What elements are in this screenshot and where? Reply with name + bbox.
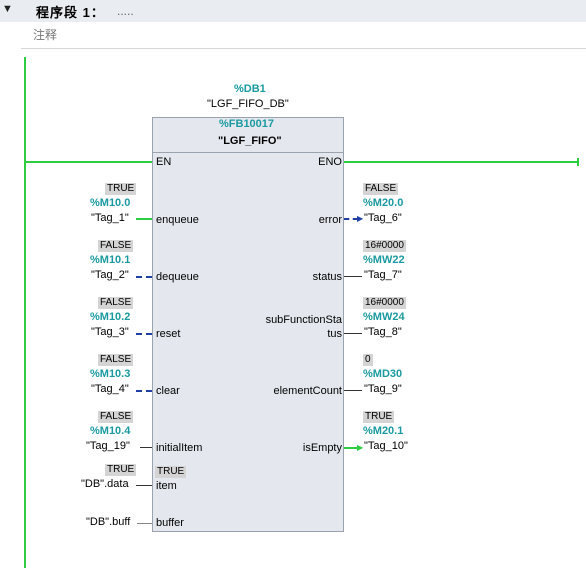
- elementcount-tag[interactable]: "Tag_9": [364, 383, 402, 395]
- clear-tag[interactable]: "Tag_4": [91, 383, 129, 395]
- pin-enqueue: enqueue: [156, 214, 199, 226]
- arrow-right-icon: ▶: [357, 443, 364, 452]
- fb-name[interactable]: "LGF_FIFO": [218, 135, 282, 147]
- pin-clear: clear: [156, 385, 180, 397]
- elementcount-wire: [344, 390, 362, 391]
- isempty-tag[interactable]: "Tag_10": [364, 440, 408, 452]
- arrow-right-icon: ▶: [357, 214, 364, 223]
- dequeue-value: FALSE: [98, 240, 134, 252]
- initialitem-wire: [140, 447, 152, 448]
- pin-isempty: isEmpty: [302, 442, 342, 454]
- dequeue-address: %M10.1: [90, 254, 131, 266]
- isempty-wire: [344, 447, 358, 449]
- pin-error: error: [318, 214, 342, 226]
- network-header[interactable]: ▼ 程序段 1： .....: [0, 0, 586, 22]
- initialitem-address: %M10.4: [90, 425, 131, 437]
- item-value: TRUE: [105, 464, 137, 476]
- initialitem-tag[interactable]: "Tag_19": [86, 440, 130, 452]
- error-tag[interactable]: "Tag_6": [364, 212, 402, 224]
- pin-buffer: buffer: [156, 517, 184, 529]
- rung-from-eno: [344, 161, 578, 163]
- enqueue-tag[interactable]: "Tag_1": [91, 212, 129, 224]
- subfunctionstatus-tag[interactable]: "Tag_8": [364, 326, 402, 338]
- status-wire: [344, 276, 362, 277]
- isempty-value: TRUE: [363, 411, 395, 423]
- dequeue-tag[interactable]: "Tag_2": [91, 269, 129, 281]
- network-title: 程序段 1：: [36, 5, 105, 20]
- function-block[interactable]: [152, 117, 344, 532]
- isempty-address: %M20.1: [363, 425, 404, 437]
- status-tag[interactable]: "Tag_7": [364, 269, 402, 281]
- pin-initialitem: initialItem: [156, 442, 203, 454]
- pin-en: EN: [156, 156, 172, 168]
- enqueue-wire: [136, 218, 152, 220]
- clear-value: FALSE: [98, 354, 134, 366]
- buffer-tag[interactable]: "DB".buff: [86, 516, 131, 528]
- subfunctionstatus-value: 16#0000: [363, 297, 406, 309]
- elementcount-address: %MD30: [363, 368, 403, 380]
- separator: [21, 48, 586, 49]
- rung-to-en: [26, 161, 152, 163]
- dequeue-wire: [136, 276, 152, 278]
- clear-address: %M10.3: [90, 368, 131, 380]
- pin-status: status: [312, 271, 342, 283]
- subfunctionstatus-address: %MW24: [363, 311, 405, 323]
- reset-tag[interactable]: "Tag_3": [91, 326, 129, 338]
- initialitem-value: FALSE: [98, 411, 134, 423]
- pin-subfunctionstatus-line2: tus: [327, 328, 342, 340]
- elementcount-value: 0: [363, 354, 373, 366]
- enqueue-value: TRUE: [105, 183, 137, 195]
- pin-reset: reset: [156, 328, 181, 340]
- item-wire: [136, 485, 152, 486]
- status-address: %MW22: [363, 254, 405, 266]
- reset-wire: [136, 333, 152, 335]
- subfunctionstatus-wire: [344, 333, 362, 334]
- buffer-wire: [137, 523, 152, 524]
- fb-address: %FB10017: [219, 118, 275, 130]
- rung-end-marker: [577, 158, 579, 166]
- pin-dequeue: dequeue: [156, 271, 199, 283]
- item-inner-value: TRUE: [155, 466, 187, 478]
- error-address: %M20.0: [363, 197, 404, 209]
- error-wire: [344, 218, 358, 220]
- pin-subfunctionstatus-line1: subFunctionSta: [265, 314, 342, 326]
- db-name[interactable]: "LGF_FIFO_DB": [207, 98, 289, 110]
- clear-wire: [136, 390, 152, 392]
- collapse-triangle-icon[interactable]: ▼: [2, 3, 13, 15]
- enqueue-address: %M10.0: [90, 197, 131, 209]
- network-title-placeholder[interactable]: .....: [117, 4, 134, 18]
- reset-address: %M10.2: [90, 311, 131, 323]
- pin-item: item: [156, 480, 177, 492]
- status-value: 16#0000: [363, 240, 406, 252]
- power-rail: [24, 57, 26, 568]
- pin-eno: ENO: [318, 156, 342, 168]
- item-tag[interactable]: "DB".data: [81, 478, 129, 490]
- network-comment[interactable]: 注释: [33, 28, 58, 42]
- error-value: FALSE: [363, 183, 399, 195]
- db-address: %DB1: [234, 83, 266, 95]
- pin-elementcount: elementCount: [273, 385, 343, 397]
- reset-value: FALSE: [98, 297, 134, 309]
- function-block-header: [153, 118, 343, 153]
